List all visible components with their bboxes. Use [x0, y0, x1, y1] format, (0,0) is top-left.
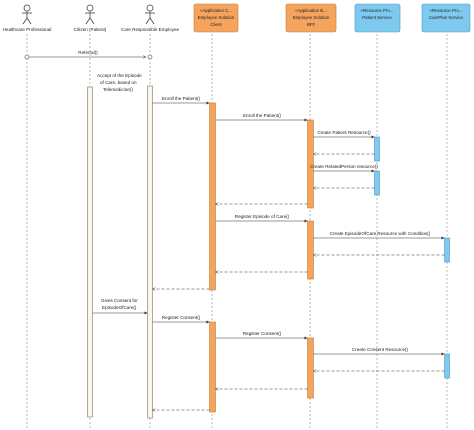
box-subname: BFF: [307, 22, 316, 27]
message-gives-consent: Gives Consent for EpisodeOfCare(): [92, 298, 148, 315]
actor-citizen: Citizen (Patient): [74, 4, 107, 32]
message-label: Create EpisodeOfCare Resource with Condi…: [330, 231, 431, 236]
box-subname: Client: [210, 22, 222, 27]
message-label: Create RelatedPerson resource(): [310, 164, 378, 169]
activation-careplan-service-2: [444, 353, 450, 379]
message-register-episode: Register Episode of Care(): [215, 214, 308, 223]
message-enroll-patient-2: Enroll the Patient(): [215, 113, 308, 122]
actor-care-employee: Care Responsible Employee: [121, 4, 180, 32]
activation-client-2: [209, 321, 216, 413]
box-stereotype: «Resource Pro...: [430, 8, 463, 13]
box-employee-solution-bff: «Application B... Employee Solution BFF: [285, 3, 337, 33]
activation-bff-1: [307, 119, 314, 209]
activation-citizen: [87, 86, 93, 418]
box-name: Employee Solution: [198, 15, 235, 20]
stick-figure-icon: [85, 4, 95, 25]
activation-patient-service-2: [374, 170, 380, 196]
message-create-patient-resource: Create Patient Resource(): [313, 130, 375, 139]
message-label: Register Consent(): [162, 315, 201, 320]
box-employee-solution-client: «Application C... Employee Solution Clie…: [193, 3, 239, 33]
message-label-line2: EpisodeOfCare(): [102, 305, 137, 310]
message-create-relatedperson: Create RelatedPerson resource(): [310, 164, 378, 173]
box-stereotype: «Resource Pro...: [361, 8, 394, 13]
message-enroll-patient-1: Enroll the Patient(): [152, 96, 210, 105]
box-name: CarePlan Service: [429, 15, 464, 20]
message-referral: Referral(): [24, 50, 153, 60]
actor-label: Care Responsible Employee: [121, 27, 180, 32]
actor-healthcare-professional: Healthcare Professional: [3, 4, 52, 32]
actor-label: Healthcare Professional: [3, 27, 52, 32]
box-stereotype: «Application C...: [200, 8, 232, 13]
activation-careplan-service-1: [444, 237, 450, 263]
activation-bff-3: [307, 337, 314, 399]
activation-bff-2: [307, 220, 314, 280]
stick-figure-icon: [22, 4, 32, 25]
box-name: Patient Service: [362, 15, 392, 20]
activation-care-employee: [147, 85, 153, 419]
message-label: Create Consent Resource(): [352, 347, 409, 352]
message-label: Enroll the Patient(): [162, 96, 201, 101]
activation-client-1: [209, 102, 216, 291]
message-label: Create Patient Resource(): [317, 130, 371, 135]
message-register-consent-1: Register Consent(): [152, 315, 210, 324]
box-name: Employee Solution: [293, 15, 330, 20]
message-label: Enroll the Patient(): [243, 113, 282, 118]
stick-figure-icon: [145, 4, 155, 25]
message-label-line2: of Care, based on: [100, 80, 137, 85]
box-stereotype: «Application B...: [295, 8, 327, 13]
activation-patient-service-1: [374, 136, 380, 162]
message-label-line1: Gives Consent for: [101, 298, 138, 303]
actor-label: Citizen (Patient): [74, 27, 107, 32]
box-careplan-service: «Resource Pro... CarePlan Service: [421, 3, 471, 33]
message-label-line1: Accept of the Episode: [97, 73, 142, 78]
box-patient-service: «Resource Pro... Patient Service: [354, 3, 401, 33]
message-create-consent-resource: Create Consent Resource(): [313, 347, 445, 356]
message-register-consent-2: Register Consent(): [215, 331, 308, 340]
message-label: Referral(): [78, 50, 98, 55]
message-label: Register Consent(): [243, 331, 282, 336]
message-create-episodeofcare: Create EpisodeOfCare Resource with Condi…: [313, 231, 445, 240]
message-label: Register Episode of Care(): [235, 214, 290, 219]
message-label-line3: Telemedicine(): [103, 87, 133, 92]
message-accept-episode: Accept of the Episode of Care, based on …: [97, 73, 142, 92]
